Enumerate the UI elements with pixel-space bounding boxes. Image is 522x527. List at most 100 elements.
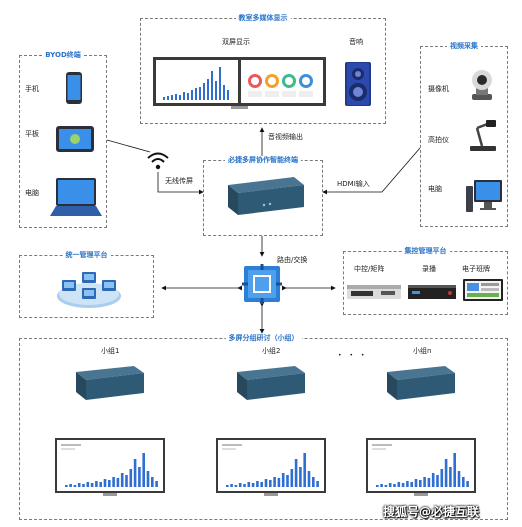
screen-bar-decoration	[286, 475, 289, 487]
control-panel	[343, 251, 508, 315]
document-camera-icon	[468, 118, 498, 152]
screen-bar-decoration	[449, 467, 452, 487]
camera-icon	[468, 68, 496, 100]
desktop-pc-icon	[466, 180, 502, 216]
tablet-icon	[56, 126, 94, 152]
control-item-recording: 录播	[422, 265, 436, 273]
screen-bar-decoration	[436, 475, 439, 487]
screen-bar-decoration	[155, 481, 158, 487]
screen-bar-decoration	[307, 471, 311, 487]
arrow-hdmi	[322, 147, 421, 195]
video-item-pc: 电脑	[428, 185, 442, 193]
screen-bar-decoration	[251, 483, 255, 487]
class-board-icon	[463, 279, 503, 301]
screen-bar-decoration	[256, 481, 259, 487]
screen-bar-decoration	[125, 475, 128, 487]
screen-bar-decoration	[401, 483, 405, 487]
screen-bar-decoration	[129, 469, 133, 487]
video-item-visualizer: 高拍仪	[428, 136, 449, 144]
screen-bar-decoration	[294, 459, 298, 487]
control-item-matrix: 中控/矩阵	[354, 265, 385, 273]
screen-bar-decoration	[142, 453, 145, 487]
screen-bar-decoration	[90, 483, 94, 487]
screen-bar-decoration	[133, 459, 137, 487]
byod-item-tablet: 平板	[25, 130, 39, 138]
group-1-device-icon	[74, 364, 146, 402]
screen-bar-decoration	[453, 453, 456, 487]
screen-bar-decoration	[95, 481, 98, 487]
box-device-icon	[224, 175, 306, 217]
screen-bar-decoration	[281, 473, 285, 487]
screen-bar-decoration	[116, 478, 120, 487]
screen-bar-decoration	[277, 478, 281, 487]
screen-bar-decoration	[440, 469, 444, 487]
speaker-icon	[343, 62, 373, 107]
screen-bar-decoration	[376, 485, 379, 487]
screen-bar-decoration	[120, 473, 124, 487]
center-title: 必捷多屏协作智能终端	[203, 155, 323, 165]
screen-bar-decoration	[406, 481, 409, 487]
screen-bar-decoration	[247, 482, 251, 487]
screen-bar-decoration	[77, 483, 81, 487]
control-item-class-board: 电子班牌	[462, 265, 490, 273]
screen-bar-decoration	[273, 477, 276, 487]
router-icon	[240, 264, 284, 304]
group-n-label: 小组n	[413, 347, 432, 355]
watermark: 搜狐号@必捷互联	[383, 505, 480, 519]
screen-bar-decoration	[264, 479, 268, 487]
mgmt-title: 统一管理平台	[19, 250, 154, 260]
screen-bar-decoration	[146, 471, 150, 487]
wifi-icon	[146, 150, 170, 172]
video-title: 视频采集	[420, 41, 508, 51]
arrow-wireless	[157, 172, 204, 195]
group-n-screen-icon	[366, 438, 476, 496]
screen-bar-decoration	[384, 485, 388, 487]
screen-bar-decoration	[138, 467, 141, 487]
hdmi-label: HDMI输入	[336, 179, 371, 189]
dual-screen-icon	[153, 57, 326, 109]
screen-bar-decoration	[299, 467, 302, 487]
av-out-label: 音视频输出	[267, 132, 304, 142]
screen-bar-decoration	[238, 483, 242, 487]
screen-bar-decoration	[243, 484, 246, 487]
byod-item-laptop: 电脑	[25, 189, 39, 197]
phone-icon	[66, 72, 82, 104]
screen-bar-decoration	[393, 484, 396, 487]
screen-bar-decoration	[388, 483, 392, 487]
screen-bar-decoration	[312, 477, 315, 487]
group-1-label: 小组1	[101, 347, 120, 355]
matrix-device-icon	[347, 285, 401, 299]
screen-bar-decoration	[419, 480, 422, 487]
line-byod-wifi	[106, 139, 151, 153]
video-item-camera: 摄像机	[428, 85, 449, 93]
speaker-label: 音响	[349, 38, 363, 46]
screen-bar-decoration	[269, 480, 272, 487]
screen-bar-decoration	[226, 485, 229, 487]
screen-bar-decoration	[431, 473, 435, 487]
screen-bar-decoration	[427, 478, 431, 487]
byod-title: BYOD终端	[19, 50, 107, 60]
recorder-device-icon	[408, 285, 456, 299]
screen-bar-decoration	[423, 477, 426, 487]
screen-bar-decoration	[82, 484, 85, 487]
group-1-screen-icon	[55, 438, 165, 496]
group-ellipsis: • • •	[338, 352, 368, 359]
screen-bar-decoration	[260, 482, 263, 487]
control-title: 集控管理平台	[343, 246, 508, 256]
screen-bar-decoration	[457, 471, 461, 487]
screen-bar-decoration	[151, 477, 154, 487]
group-2-device-icon	[235, 364, 307, 402]
laptop-icon	[50, 178, 102, 216]
screen-bar-decoration	[397, 482, 401, 487]
screen-bar-decoration	[103, 479, 107, 487]
dual-screen-label: 双屏显示	[222, 38, 250, 46]
screen-bar-decoration	[380, 484, 383, 487]
byod-item-phone: 手机	[25, 85, 39, 93]
screen-bar-decoration	[462, 477, 465, 487]
group-2-screen-icon	[216, 438, 326, 496]
screen-bar-decoration	[290, 469, 294, 487]
screen-bar-decoration	[65, 485, 68, 487]
screen-bar-decoration	[112, 477, 115, 487]
screen-bar-decoration	[99, 482, 102, 487]
screen-bar-decoration	[230, 484, 233, 487]
